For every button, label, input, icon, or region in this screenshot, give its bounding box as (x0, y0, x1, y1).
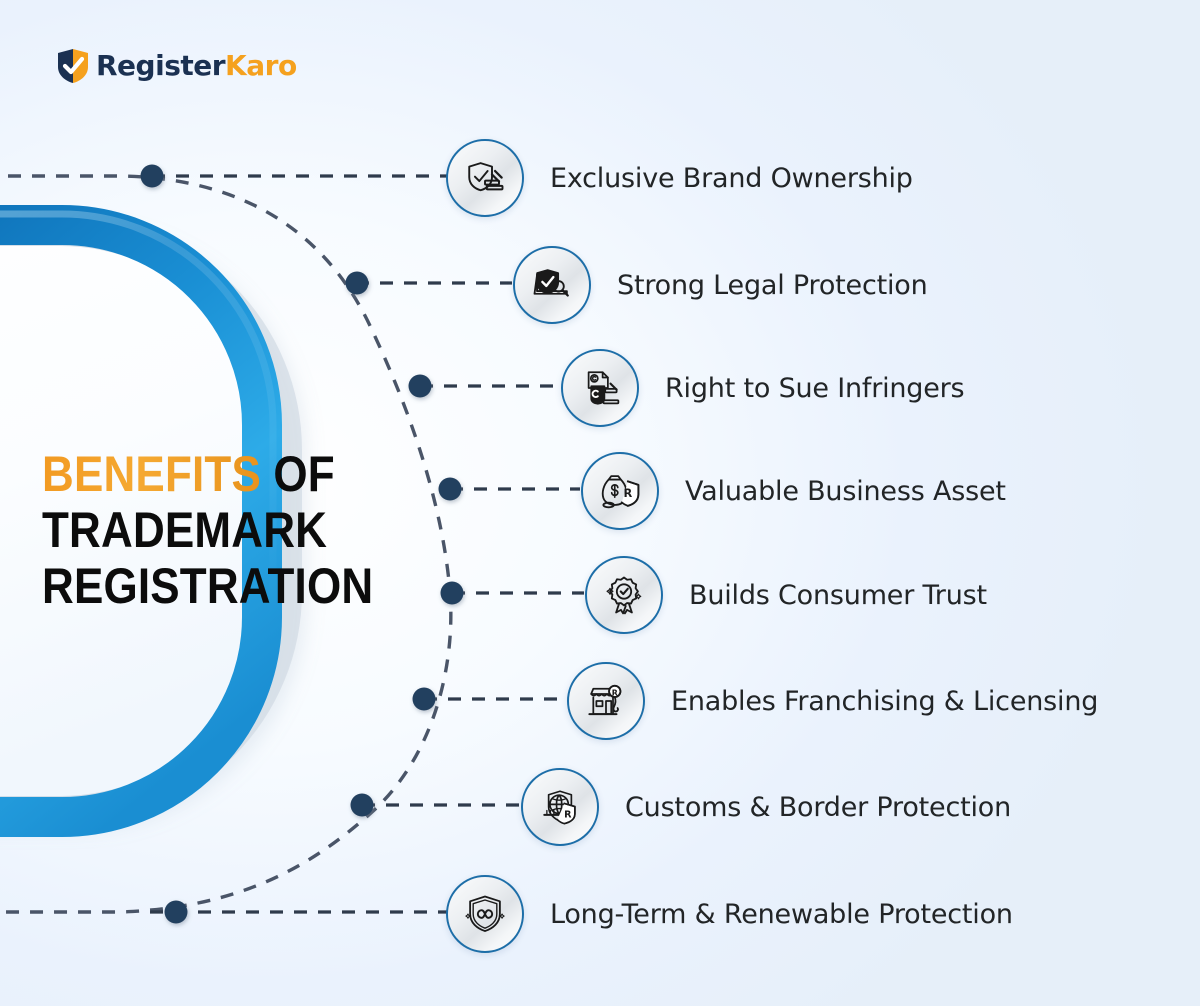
title-line-3: REGISTRATION (42, 558, 374, 614)
page-title: BENEFITS OF TRADEMARK REGISTRATION (42, 446, 374, 614)
shield-check-gavel-icon (446, 139, 524, 217)
brand-wordmark: RegisterKaro (96, 52, 297, 80)
copyright-document-gavel-icon (561, 349, 639, 427)
benefit-label-8: Long-Term & Renewable Protection (550, 898, 1013, 930)
benefit-label-6: Enables Franchising & Licensing (671, 685, 1099, 717)
storefront-registered-icon: R (567, 662, 645, 740)
benefit-item-5[interactable]: Builds Consumer Trust (585, 556, 987, 634)
node-dot-8 (164, 900, 188, 924)
benefit-item-6[interactable]: R Enables Franchising & Licensing (567, 662, 1098, 740)
benefit-item-8[interactable]: Long-Term & Renewable Protection (446, 875, 1013, 953)
benefit-label-7: Customs & Border Protection (625, 791, 1012, 823)
benefit-item-7[interactable]: R Customs & Border Protection (521, 768, 1011, 846)
money-bag-shield-icon: R (581, 452, 659, 530)
node-dot-5 (440, 581, 464, 605)
benefit-item-2[interactable]: Strong Legal Protection (513, 246, 928, 324)
brand-name-part2: Karo (225, 49, 297, 82)
node-dot-4 (438, 477, 462, 501)
title-line-1-rest: OF (260, 446, 335, 502)
title-line-1: BENEFITS OF (42, 446, 335, 502)
title-accent-word: BENEFITS (42, 446, 261, 502)
node-dot-6 (412, 687, 436, 711)
brand-name-part1: Register (96, 49, 226, 82)
benefit-item-3[interactable]: Right to Sue Infringers (561, 349, 965, 427)
node-dot-3 (408, 374, 432, 398)
node-dot-7 (350, 793, 374, 817)
node-dot-2 (345, 271, 369, 295)
brand-logo[interactable]: RegisterKaro (56, 48, 297, 84)
benefit-label-3: Right to Sue Infringers (665, 372, 965, 404)
benefit-item-1[interactable]: Exclusive Brand Ownership (446, 139, 913, 217)
svg-text:R: R (624, 486, 633, 500)
svg-text:R: R (564, 810, 572, 821)
award-badge-check-icon (585, 556, 663, 634)
benefit-label-5: Builds Consumer Trust (689, 579, 987, 611)
globe-shield-registered-icon: R (521, 768, 599, 846)
shield-document-magnifier-icon (513, 246, 591, 324)
benefit-item-4[interactable]: R Valuable Business Asset (581, 452, 1006, 530)
benefit-label-1: Exclusive Brand Ownership (550, 162, 913, 194)
shield-check-icon (58, 49, 88, 83)
svg-text:R: R (612, 688, 618, 697)
benefit-label-4: Valuable Business Asset (685, 475, 1006, 507)
title-line-2: TRADEMARK (42, 502, 328, 558)
benefit-label-2: Strong Legal Protection (617, 269, 928, 301)
node-dot-1 (140, 164, 164, 188)
shield-infinity-icon (446, 875, 524, 953)
